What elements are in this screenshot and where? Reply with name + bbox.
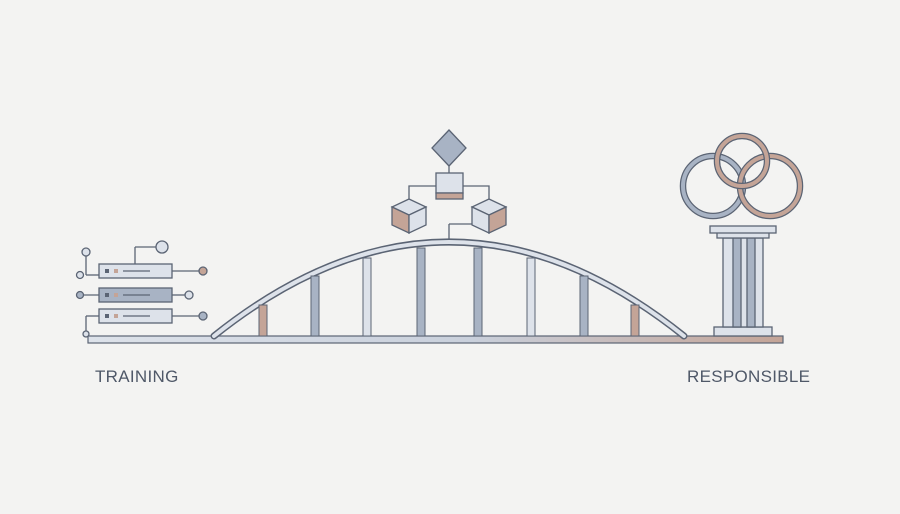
pillar-icon xyxy=(709,225,777,337)
hanger xyxy=(630,304,640,337)
hanger xyxy=(473,247,483,337)
hanger xyxy=(258,304,268,337)
hanger xyxy=(310,275,320,337)
hanger xyxy=(362,257,372,337)
bridge-deck xyxy=(87,335,784,344)
hanger xyxy=(579,275,589,337)
responsible-label: RESPONSIBLE xyxy=(687,367,811,386)
arch-bridge-icon xyxy=(210,238,688,340)
hanger xyxy=(526,257,536,337)
box-node xyxy=(435,172,464,194)
interlocking-rings-icon xyxy=(679,132,804,220)
server-stack-icon xyxy=(75,240,208,338)
bridge-hangers xyxy=(258,247,640,337)
cube-node xyxy=(390,198,428,235)
decision-tree-icon xyxy=(390,129,508,239)
cube-node xyxy=(470,198,508,235)
diamond-node xyxy=(431,129,467,167)
training-label: TRAINING xyxy=(95,367,179,386)
hanger xyxy=(416,247,426,337)
